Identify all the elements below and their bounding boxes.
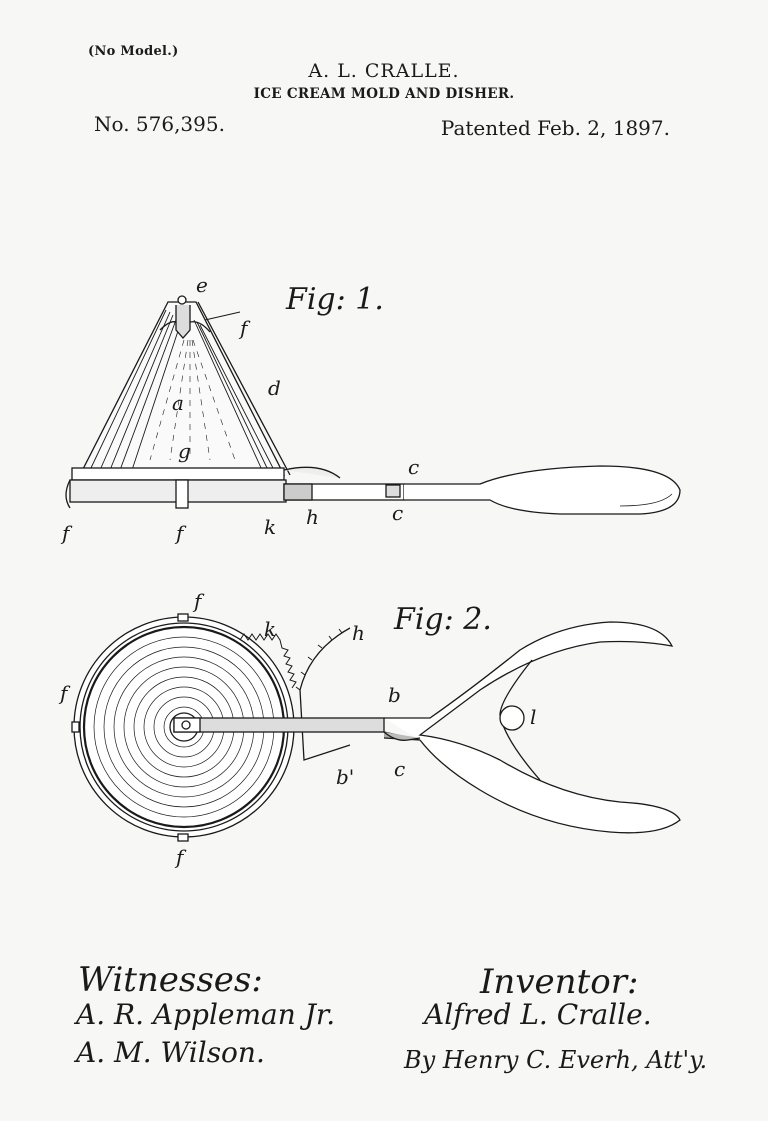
inventor-heading: A. L. CRALLE.	[308, 60, 460, 82]
ref-f-left: f	[60, 521, 73, 545]
ref-l: l	[530, 705, 536, 729]
fig1-cone-mold	[65, 295, 681, 515]
model-note: (No Model.)	[88, 44, 179, 59]
witnesses-label: Witnesses:	[78, 960, 263, 1000]
ref-k: k	[264, 515, 276, 539]
ref-c2: c	[394, 757, 405, 781]
ref-h: h	[306, 505, 319, 529]
ref-f-bottom: f	[174, 845, 187, 869]
fig2-disher-top-view	[71, 613, 681, 842]
ref-b-prime: b'	[336, 765, 354, 789]
ref-d: d	[268, 376, 281, 400]
ref-b: b	[388, 683, 401, 707]
patent-date: Patented Feb. 2, 1897.	[440, 116, 670, 140]
ref-f: f	[238, 316, 251, 340]
fig2-label: Fig: 2.	[394, 602, 492, 637]
attorney-signature: By Henry C. Everh, Att'y.	[404, 1046, 708, 1074]
ref-a: a	[172, 391, 184, 415]
ref-e: e	[196, 273, 208, 297]
witness-1: A. R. Appleman Jr.	[76, 998, 336, 1031]
ref-k2: k	[264, 617, 276, 641]
ref-h2: h	[352, 621, 365, 645]
ref-f-mid: f	[174, 521, 187, 545]
inventor-label: Inventor:	[480, 962, 639, 1002]
ref-c-top: c	[408, 455, 419, 479]
patent-number: No. 576,395.	[94, 112, 225, 136]
ref-f-left2: f	[58, 681, 71, 705]
patent-title: ICE CREAM MOLD AND DISHER.	[253, 86, 515, 102]
ref-f-top: f	[192, 589, 205, 613]
inventor-signature: Alfred L. Cralle.	[424, 998, 652, 1031]
fig1-label: Fig: 1.	[286, 282, 384, 317]
ref-g: g	[178, 439, 191, 463]
ref-c-bottom: c	[392, 501, 403, 525]
witness-2: A. M. Wilson.	[76, 1036, 265, 1069]
